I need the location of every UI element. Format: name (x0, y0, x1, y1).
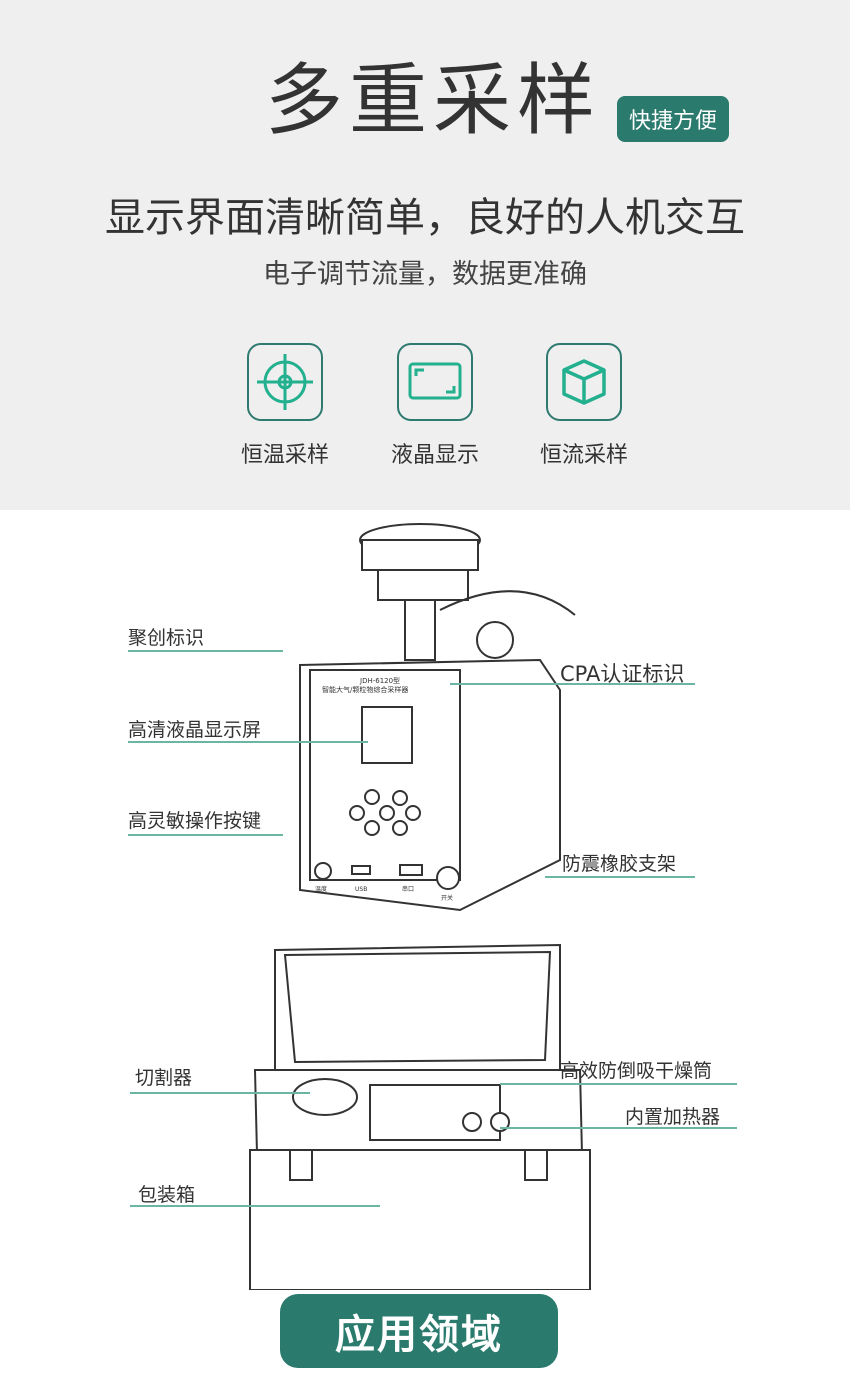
header-section (0, 0, 850, 510)
subtitle: 显示界面清晰简单，良好的人机交互 (105, 195, 745, 241)
callout-line (130, 1092, 310, 1094)
cube-icon (546, 343, 622, 421)
feature-label: 液晶显示 (390, 443, 479, 468)
callout-line (130, 1205, 380, 1207)
callout-line (545, 876, 695, 878)
callout-rubber: 防震橡胶支架 (562, 853, 677, 875)
callout-line (128, 650, 283, 652)
port-label: 温度 (315, 885, 327, 893)
callout-line (128, 741, 368, 743)
device-name: 智能大气/颗粒物综合采样器 (322, 685, 408, 694)
callout-line (500, 1083, 737, 1085)
feature-constant-temp: 恒温采样 (225, 343, 345, 469)
port-label: 串口 (402, 885, 414, 893)
page-title: 多重采样 (265, 56, 602, 146)
callout-line (128, 834, 283, 836)
callout-cpa: CPA认证标识 (560, 662, 685, 686)
feature-constant-flow: 恒流采样 (524, 343, 644, 469)
callout-line (450, 683, 695, 685)
device-model: JDH-6120型 (359, 676, 400, 685)
callout-heater: 内置加热器 (625, 1106, 721, 1128)
callout-keys: 高灵敏操作按键 (128, 810, 262, 832)
crosshair-icon (247, 343, 323, 421)
port-label: USB (355, 886, 367, 893)
feature-label: 恒流采样 (539, 443, 628, 468)
badge: 快捷方便 (617, 96, 729, 142)
callout-cutter: 切割器 (135, 1067, 193, 1089)
feature-lcd: 液晶显示 (375, 343, 495, 469)
application-areas-button[interactable]: 应用领域 (280, 1294, 558, 1368)
callout-lcd: 高清液晶显示屏 (128, 719, 262, 741)
callout-case: 包装箱 (138, 1184, 196, 1206)
callout-line (500, 1127, 737, 1129)
callout-dryer: 高效防倒吸干燥筒 (560, 1060, 713, 1082)
device-illustration: JDH-6120型 智能大气/颗粒物综合采样器 温度 USB 串口 开关 (249, 523, 591, 1290)
callout-logo: 聚创标识 (128, 627, 205, 649)
feature-label: 恒温采样 (240, 443, 329, 468)
screen-icon (397, 343, 473, 421)
tagline: 电子调节流量，数据更准确 (263, 259, 587, 290)
port-label: 开关 (441, 894, 453, 902)
